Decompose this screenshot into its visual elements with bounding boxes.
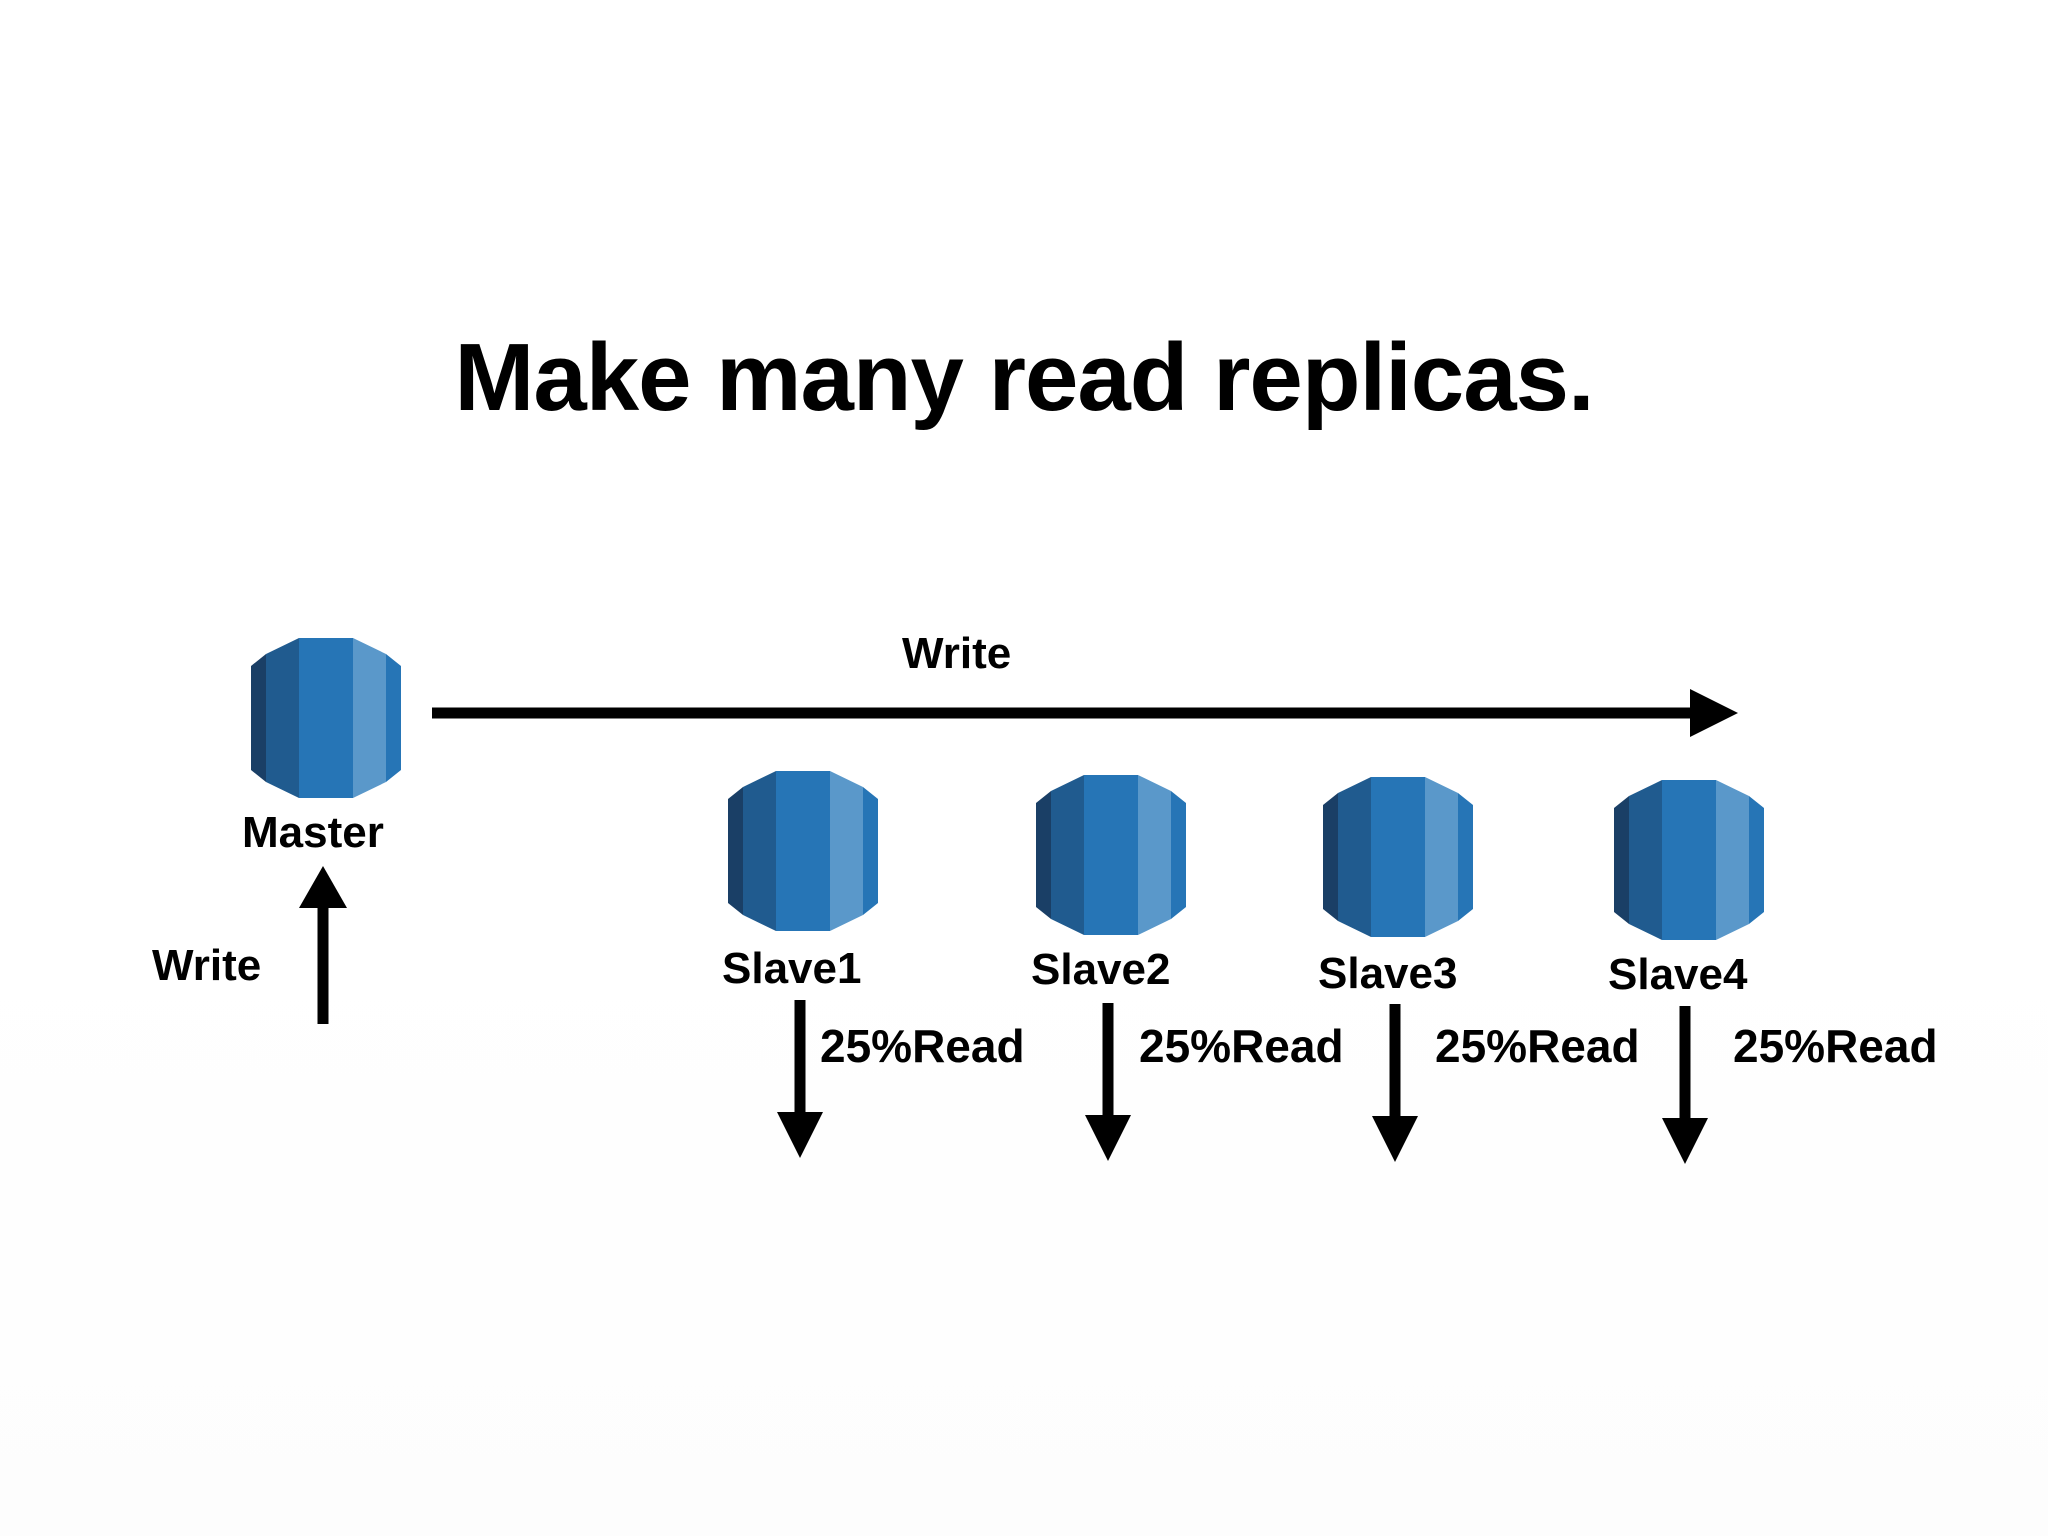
replica-2-label: Slave2 [1031,945,1171,994]
replica-2-database-icon [1036,775,1186,935]
write-in-label: Write [152,941,262,990]
master-database-icon [251,638,401,798]
replica-2-read-label: 25%Read [1139,1020,1344,1072]
replica-4-database-icon [1614,780,1764,940]
replica-4-read-label: 25%Read [1733,1020,1938,1072]
replica-1-database-icon [728,771,878,931]
replica-1-label: Slave1 [722,944,862,993]
replica-3-read-arrow [1372,1004,1418,1162]
replica-1-read-arrow [777,1000,823,1158]
write-replication-arrow [432,689,1738,737]
slide-title: Make many read replicas. [454,324,1594,431]
write-in-arrow [299,866,347,1024]
replica-4-read-arrow [1662,1006,1708,1164]
replica-3-read-label: 25%Read [1435,1020,1640,1072]
replica-3-label: Slave3 [1318,949,1458,998]
write-replication-label: Write [902,629,1012,678]
replica-3-database-icon [1323,777,1473,937]
master-label: Master [242,808,384,857]
replica-2-read-arrow [1085,1003,1131,1161]
replica-1-read-label: 25%Read [820,1020,1025,1072]
replica-4-label: Slave4 [1608,950,1748,999]
